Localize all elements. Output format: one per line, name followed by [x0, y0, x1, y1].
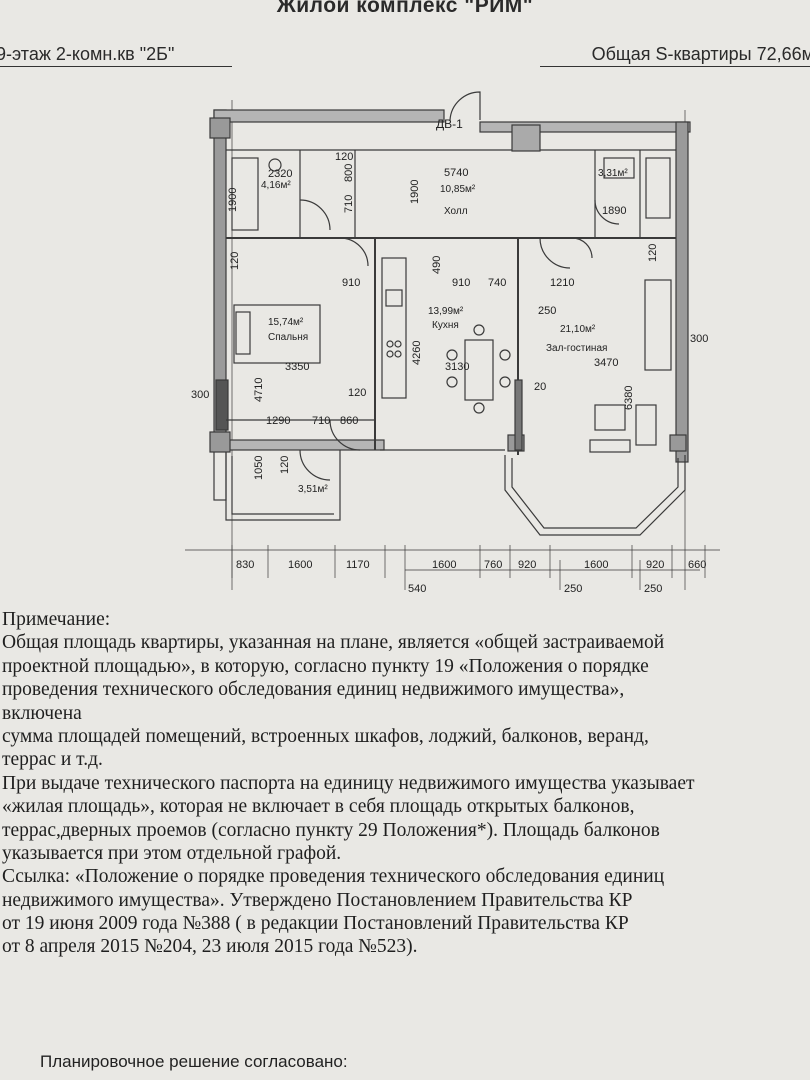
room-name-bedroom: Спальня	[268, 332, 308, 343]
svg-text:710: 710	[343, 195, 355, 213]
svg-text:910: 910	[452, 277, 470, 289]
floor-info: 9-этаж 2-комн.кв "2Б"	[0, 44, 175, 64]
dim-bottom-9: 660	[688, 559, 706, 571]
note-line: «жилая площадь», которая не включает в с…	[2, 796, 635, 818]
total-area-underline	[540, 66, 810, 67]
dim-bottom-3: 1170	[346, 559, 370, 571]
dim-bottom-6: 920	[518, 559, 536, 571]
svg-text:4260: 4260	[411, 341, 423, 365]
total-area: Общая S-квартиры 72,66м	[591, 44, 810, 64]
svg-text:1050: 1050	[253, 456, 265, 480]
note-line: от 19 июня 2009 года №388 ( в редакции П…	[2, 913, 629, 935]
dim-bottom2-2: 250	[564, 583, 582, 595]
room-area-bedroom: 15,74м²	[268, 317, 304, 328]
svg-text:1890: 1890	[602, 205, 626, 217]
svg-text:3350: 3350	[285, 361, 309, 373]
dim-bottom-1: 830	[236, 559, 254, 571]
svg-text:3470: 3470	[594, 357, 618, 369]
svg-text:1290: 1290	[266, 415, 290, 427]
svg-text:120: 120	[229, 252, 241, 270]
dim-bottom2-3: 250	[644, 583, 662, 595]
note-line: террас и т.д.	[2, 749, 103, 771]
note-line: недвижимого имущества». Утверждено Поста…	[2, 889, 633, 911]
note-line: сумма площадей помещений, встроенных шка…	[2, 725, 649, 747]
svg-text:3130: 3130	[445, 361, 469, 373]
svg-text:120: 120	[647, 244, 659, 262]
note-text: Примечание: Общая площадь квартиры, указ…	[2, 608, 808, 959]
svg-text:120: 120	[279, 456, 291, 474]
note-line: Ссылка: «Положение о порядке проведения …	[2, 866, 665, 888]
note-line: указывается при этом отдельной графой.	[2, 842, 342, 864]
dim-bottom-2: 1600	[288, 559, 312, 571]
svg-text:2320: 2320	[268, 168, 292, 180]
room-area-bath-right: 3,31м²	[598, 168, 628, 179]
note-line: включена	[2, 702, 82, 724]
svg-text:860: 860	[340, 415, 358, 427]
svg-text:4710: 4710	[253, 378, 265, 402]
svg-text:740: 740	[488, 277, 506, 289]
room-area-bath-left: 4,16м²	[261, 180, 291, 191]
svg-text:1900: 1900	[409, 180, 421, 204]
svg-text:710: 710	[312, 415, 330, 427]
room-area-living: 21,10м²	[560, 324, 596, 335]
dim-bottom2-1: 540	[408, 583, 426, 595]
dim-bottom-5: 760	[484, 559, 502, 571]
note-line: проектной площадью», в которую, согласно…	[2, 655, 649, 677]
room-area-balcony: 3,51м²	[298, 484, 328, 495]
svg-text:120: 120	[348, 387, 366, 399]
svg-text:910: 910	[342, 277, 360, 289]
svg-text:5740: 5740	[444, 167, 468, 179]
dim-bottom-8: 920	[646, 559, 664, 571]
svg-text:120: 120	[335, 151, 353, 163]
note-line: террас,дверных проемов (согласно пункту …	[2, 819, 660, 841]
note-line: Общая площадь квартиры, указанная на пла…	[2, 632, 665, 654]
room-name-living: Зал-гостиная	[546, 343, 607, 354]
note-line: При выдаче технического паспорта на един…	[2, 772, 695, 794]
svg-text:20: 20	[534, 381, 546, 393]
floor-plan-drawing: 2320 120 800 1900 710 5740 1900 1890 120…	[185, 91, 720, 595]
svg-text:250: 250	[538, 305, 556, 317]
room-area-kitchen: 13,99м²	[428, 306, 464, 317]
room-name-hall: Холл	[444, 206, 468, 217]
floor-info-underline	[0, 66, 232, 67]
approval-caption: Планировочное решение согласовано:	[40, 1052, 348, 1071]
svg-text:300: 300	[191, 389, 209, 401]
svg-text:1210: 1210	[550, 277, 574, 289]
room-area-hall: 10,85м²	[440, 184, 476, 195]
svg-text:490: 490	[431, 256, 443, 274]
dim-bottom-4: 1600	[432, 559, 456, 571]
note-line: Примечание:	[2, 609, 111, 630]
note-line: проведения технического обследования еди…	[2, 679, 625, 701]
svg-text:6380: 6380	[623, 386, 635, 410]
note-line: от 8 апреля 2015 №204, 23 июля 2015 года…	[2, 936, 418, 958]
door-tag: ДВ-1	[436, 117, 463, 131]
svg-text:300: 300	[690, 333, 708, 345]
room-name-kitchen: Кухня	[432, 320, 459, 331]
dim-bottom-7: 1600	[584, 559, 608, 571]
svg-text:1900: 1900	[227, 188, 239, 212]
svg-text:800: 800	[343, 164, 355, 182]
complex-title: Жилой комплекс "РИМ"	[276, 0, 534, 17]
